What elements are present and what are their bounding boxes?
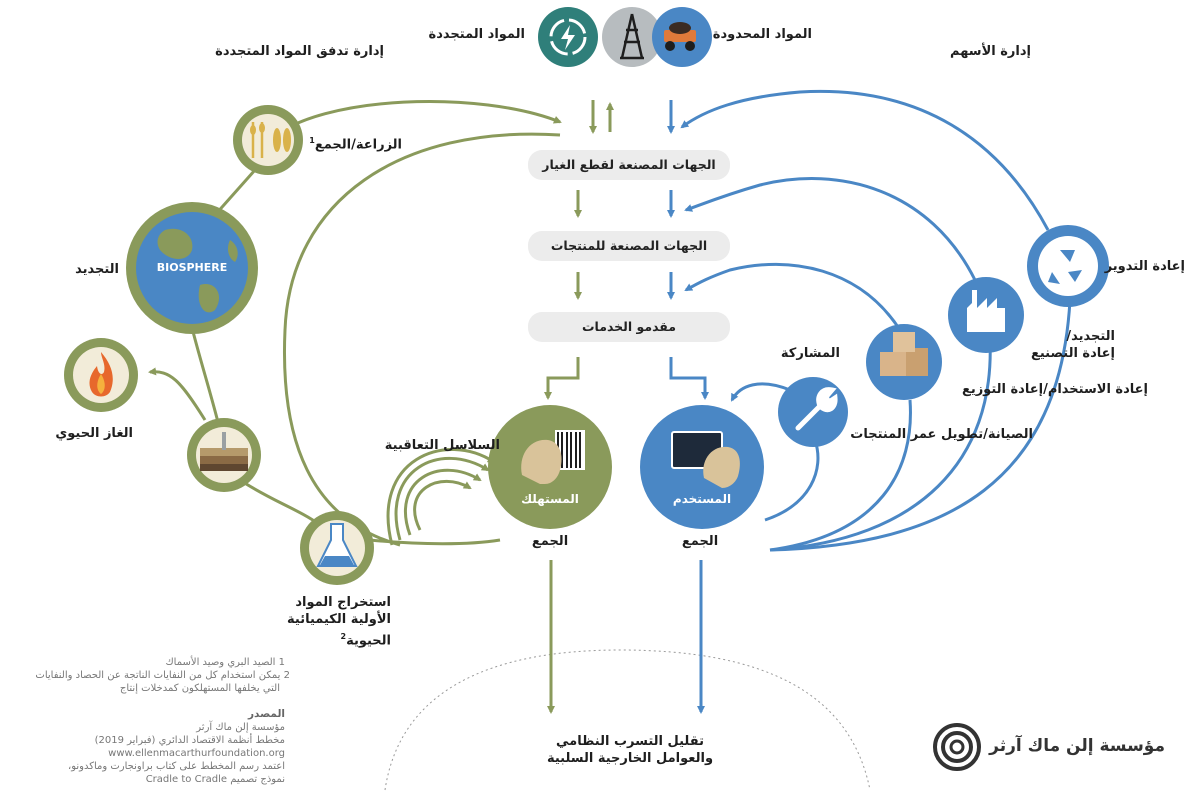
refurbish-loop — [684, 177, 977, 281]
cascade-4 — [386, 448, 496, 546]
tech-collection-label: الجمع — [681, 534, 719, 549]
maintain-label: الصيانة/تطويل عمر المنتجات — [850, 427, 1033, 442]
extraction-label: استخراج المواد الأولية الكيميائية الحيوي… — [287, 595, 391, 649]
farming-label: الزراعة/الجمع1 — [309, 136, 402, 153]
farming-to-biosphere-line — [213, 169, 257, 216]
cascades-label: السلاسل التعاقبية — [384, 438, 500, 453]
inner-loop-line — [282, 132, 561, 547]
renewables-flow-management-label: إدارة تدفق المواد المتجددة — [215, 44, 384, 59]
consumer-icon — [488, 405, 612, 529]
factory-icon — [948, 277, 1024, 353]
soil-layers-icon — [187, 418, 261, 492]
source-line-5: نموذج تصميم Cradle to Cradle — [145, 774, 285, 785]
regeneration-label: التجديد — [75, 262, 119, 277]
source-line-1: مؤسسة إلن ماك آرثر — [196, 722, 285, 733]
reuse-label: إعادة الاستخدام/إعادة التوزيع — [961, 382, 1148, 397]
finite-materials-label: المواد المحدودة — [712, 27, 812, 42]
biogas-label: الغاز الحيوي — [55, 426, 133, 441]
service-to-consumer-arrow — [544, 357, 580, 400]
outer-return-2 — [769, 339, 992, 552]
cascade-3 — [394, 456, 490, 541]
refurbish-label: التجديد/ إعادة التصنيع — [1030, 329, 1115, 361]
oil-rig-icon — [602, 7, 662, 67]
soil-to-extraction-line — [239, 478, 321, 527]
foundation-logo-icon — [933, 723, 981, 771]
footnote-2b: التي يخلفها المستهلكون كمدخلات إنتاج — [119, 683, 280, 694]
recycle-loop — [680, 89, 1050, 231]
source-line-4: اعتمد رسم المخطط على كتاب براونجارت وماك… — [67, 761, 285, 772]
renewable-energy-icon — [538, 7, 598, 67]
share-label: المشاركة — [780, 346, 840, 361]
product-manufacturer-box: الجهات المصنعة للمنتجات — [528, 231, 730, 261]
footnote-1: 1 الصيد البري وصيد الأسماك — [165, 657, 285, 668]
biosphere-globe-icon — [126, 202, 258, 334]
biochemical-flask-icon — [300, 511, 374, 585]
service-to-user-arrow — [669, 357, 709, 400]
consumer-label: المستهلك — [521, 492, 579, 506]
user-label: المستخدم — [672, 492, 732, 506]
user-icon — [640, 405, 764, 529]
biosphere-label: BIOSPHERE — [156, 261, 228, 274]
outer-return-4 — [764, 439, 820, 522]
share-loop — [730, 382, 791, 402]
bio-collection-label: الجمع — [531, 534, 569, 549]
minimise-leakage-label: تقليل التسرب النظامي والعوامل الخارجية ا… — [546, 734, 714, 766]
parts-manufacturer-box: الجهات المصنعة لقطع الغيار — [528, 150, 730, 180]
footnote-2a: 2 يمكن استخدام كل من النفايات الناتجة عن… — [35, 670, 290, 681]
boxes-icon — [866, 324, 942, 400]
stock-management-label: إدارة الأسهم — [950, 44, 1031, 59]
leakage-ellipse — [384, 649, 871, 791]
cascade-2 — [403, 468, 482, 536]
wrench-icon — [778, 377, 848, 447]
foundation-logo-text: مؤسسة إلن ماك آرثر — [989, 736, 1165, 756]
farming-fishing-icon — [233, 105, 303, 175]
recycle-label: إعادة التدوير — [1104, 259, 1185, 274]
biogas-arrow — [148, 367, 207, 421]
source-line-2: مخطط أنظمة الاقتصاد الدائري (فبراير 2019… — [94, 735, 285, 746]
outer-return-1 — [769, 299, 1072, 552]
outer-return-3 — [769, 399, 912, 552]
service-provider-box: مقدمو الخدمات — [528, 312, 730, 342]
source-title: المصدر — [247, 708, 285, 720]
biogas-flame-icon — [64, 338, 138, 412]
mining-truck-icon — [652, 7, 712, 67]
cascade-1 — [413, 479, 472, 531]
source-line-3: www.ellenmacarthurfoundation.org — [108, 748, 285, 759]
recycle-icon — [1027, 225, 1109, 307]
renewables-label: المواد المتجددة — [428, 27, 525, 42]
biosphere-to-soil-line — [188, 319, 222, 431]
reuse-loop — [684, 262, 902, 331]
